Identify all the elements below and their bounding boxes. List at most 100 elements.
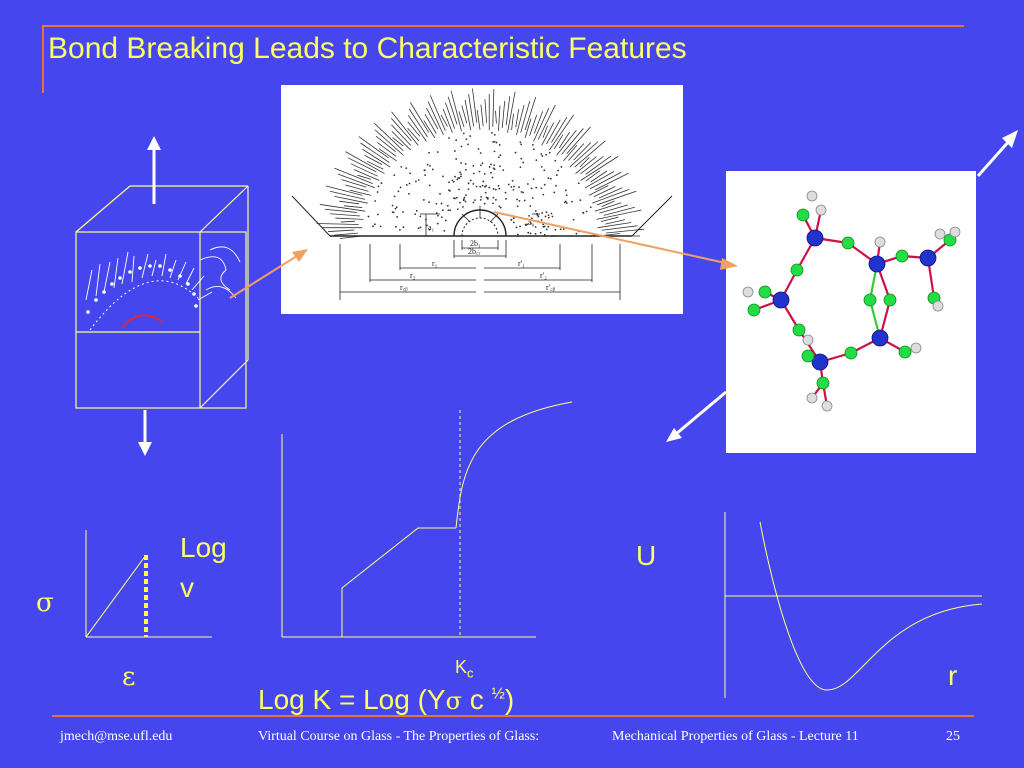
mist-dot xyxy=(422,199,425,201)
mist-dot xyxy=(514,151,517,154)
mist-dot xyxy=(391,211,394,213)
hackle-stroke xyxy=(328,229,355,232)
mist-dot xyxy=(563,201,566,204)
mist-dot xyxy=(452,180,455,183)
mist-dot xyxy=(448,137,450,139)
hackle-stroke xyxy=(408,108,428,138)
hackle-stroke xyxy=(505,96,511,126)
mist-dot xyxy=(464,168,467,171)
hackle-stroke xyxy=(600,216,619,223)
mist-dot xyxy=(550,212,553,215)
hackle-stroke xyxy=(377,142,397,157)
mist-dot xyxy=(499,206,502,209)
potential-energy-plot xyxy=(724,512,983,698)
mist-dot xyxy=(465,138,468,141)
mist-dot xyxy=(535,186,538,189)
mist-dot xyxy=(458,177,461,179)
mist-dot xyxy=(505,197,507,200)
mist-dot xyxy=(377,185,380,188)
mist-dot xyxy=(554,159,557,162)
mist-dot xyxy=(542,193,545,196)
hackle-stroke xyxy=(601,200,615,208)
hackle-stroke xyxy=(524,118,532,138)
mist-dot xyxy=(460,162,463,164)
mist-dot xyxy=(419,215,422,218)
mist-dot xyxy=(504,191,507,194)
mist-dot xyxy=(472,165,475,167)
mist-dot xyxy=(480,196,483,198)
mist-dot xyxy=(448,189,450,192)
mist-dot xyxy=(579,199,582,202)
tension-arrow-up xyxy=(147,136,161,204)
mist-dot xyxy=(520,143,523,146)
mist-dot xyxy=(534,226,537,228)
mist-dot xyxy=(513,185,515,188)
mist-dot xyxy=(408,192,410,195)
mist-dot xyxy=(396,216,399,218)
mist-dot xyxy=(531,217,533,220)
hackle-stroke xyxy=(423,120,436,139)
mist-dot xyxy=(529,232,532,235)
hackle-stroke xyxy=(524,97,537,131)
hackle-stroke xyxy=(458,111,465,128)
mist-dot xyxy=(443,230,446,232)
mist-dot xyxy=(426,224,428,227)
hackle-stroke xyxy=(391,124,412,146)
mist-dot xyxy=(490,171,492,174)
mist-dot xyxy=(402,226,405,229)
mist-dot xyxy=(520,157,523,160)
mist-dot xyxy=(520,191,523,193)
hackle-stroke xyxy=(374,129,404,156)
mist-dot xyxy=(424,174,427,177)
hackle-stroke xyxy=(596,190,637,206)
hackle-stroke xyxy=(391,111,419,146)
label-2bcr: 2b꜀ᵣ xyxy=(468,247,481,256)
mist-dot xyxy=(462,205,464,208)
hackle-stroke xyxy=(501,100,506,129)
mist-dot xyxy=(474,199,476,202)
mist-dot xyxy=(565,194,568,197)
hackle-stroke xyxy=(589,171,622,190)
mist-dot xyxy=(482,180,485,183)
hackle-stroke xyxy=(442,108,453,133)
mist-dot xyxy=(479,164,482,167)
mist-dot xyxy=(532,178,535,181)
hackle-stroke xyxy=(580,155,604,175)
mist-dot xyxy=(417,227,420,230)
mist-dot xyxy=(492,141,494,143)
mist-dot xyxy=(475,185,478,188)
hackle-stroke xyxy=(373,122,404,151)
mist-dot xyxy=(575,232,578,235)
mist-dot xyxy=(394,225,397,228)
mist-dot xyxy=(531,197,534,199)
mist-dot xyxy=(478,170,481,173)
mist-dot xyxy=(532,148,535,151)
mist-dot xyxy=(516,198,518,201)
mist-dot xyxy=(464,200,467,203)
hackle-stroke xyxy=(520,100,531,133)
silicon-atoms xyxy=(772,229,937,371)
mist-dot xyxy=(491,176,494,179)
mist-dot xyxy=(481,162,484,165)
mist-dot xyxy=(548,151,551,154)
mist-dot xyxy=(530,187,533,190)
hackle-stroke xyxy=(335,217,364,220)
mist-dot xyxy=(464,163,467,165)
mist-dot xyxy=(467,188,470,191)
hackle-stroke xyxy=(546,119,561,145)
mist-dot xyxy=(507,183,510,186)
hackle-stroke xyxy=(599,204,629,214)
mist-dot xyxy=(458,188,460,191)
hackle-stroke xyxy=(515,109,520,128)
mist-dot xyxy=(522,191,525,194)
mist-dot xyxy=(502,169,505,172)
hackle-stroke xyxy=(324,208,357,213)
hackle-stroke xyxy=(353,169,380,181)
glass-block xyxy=(75,185,249,409)
mist-dot xyxy=(549,177,552,180)
hackle-stroke xyxy=(333,232,359,236)
mist-dot xyxy=(455,196,458,199)
equation-exponent: ½ xyxy=(491,685,505,703)
mist-dot xyxy=(543,233,546,236)
mist-dot xyxy=(497,156,500,159)
